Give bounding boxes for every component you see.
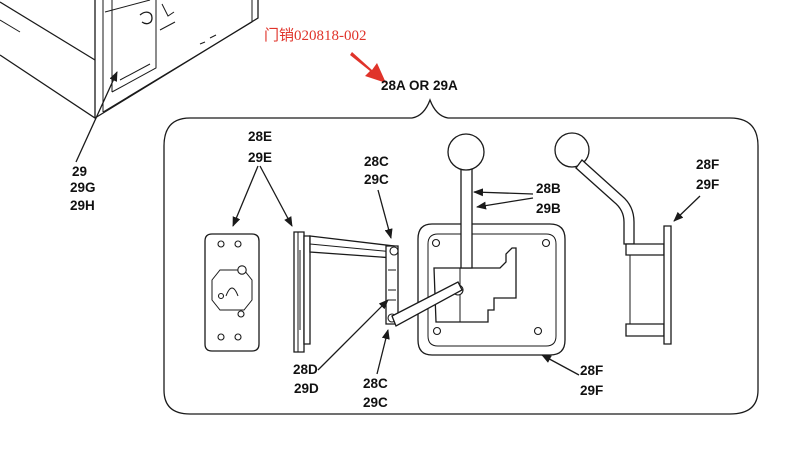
handle-label-1: 28B xyxy=(536,181,561,196)
cabinet-label-3: 29H xyxy=(70,198,95,213)
annotation-note: 门销020818-002 xyxy=(264,27,367,44)
handle-assembly xyxy=(391,133,566,356)
side-label-1: 28F xyxy=(696,157,719,172)
latch-plate-front xyxy=(204,233,260,352)
leader-lines xyxy=(232,165,701,376)
handle-label-2: 29B xyxy=(536,201,561,216)
cabinet-label-2: 29G xyxy=(70,180,96,195)
cabinet-leader xyxy=(75,71,118,163)
frame-label-1: 28F xyxy=(580,363,603,378)
frame-label-2: 29F xyxy=(580,383,603,398)
handle-side-view xyxy=(554,132,672,345)
link-bottom-left-label-1: 28D xyxy=(293,362,318,377)
link-bottom-label-1: 28C xyxy=(363,376,388,391)
link-top-label-1: 28C xyxy=(364,154,389,169)
link-bottom-left-label-2: 29D xyxy=(294,381,319,396)
plate-label-1: 28E xyxy=(248,129,272,144)
side-label-2: 29F xyxy=(696,177,719,192)
cabinet-illustration xyxy=(0,0,259,120)
link-top-label-2: 29C xyxy=(364,172,389,187)
callout-border xyxy=(163,98,759,415)
latch-plate-side xyxy=(293,231,395,353)
connector-link xyxy=(385,245,399,325)
cabinet-label-1: 29 xyxy=(72,164,87,179)
plate-label-2: 29E xyxy=(248,150,272,165)
kit-title: 28A OR 29A xyxy=(381,78,458,93)
annotation-arrow xyxy=(350,52,386,83)
link-bottom-label-2: 29C xyxy=(363,395,388,410)
